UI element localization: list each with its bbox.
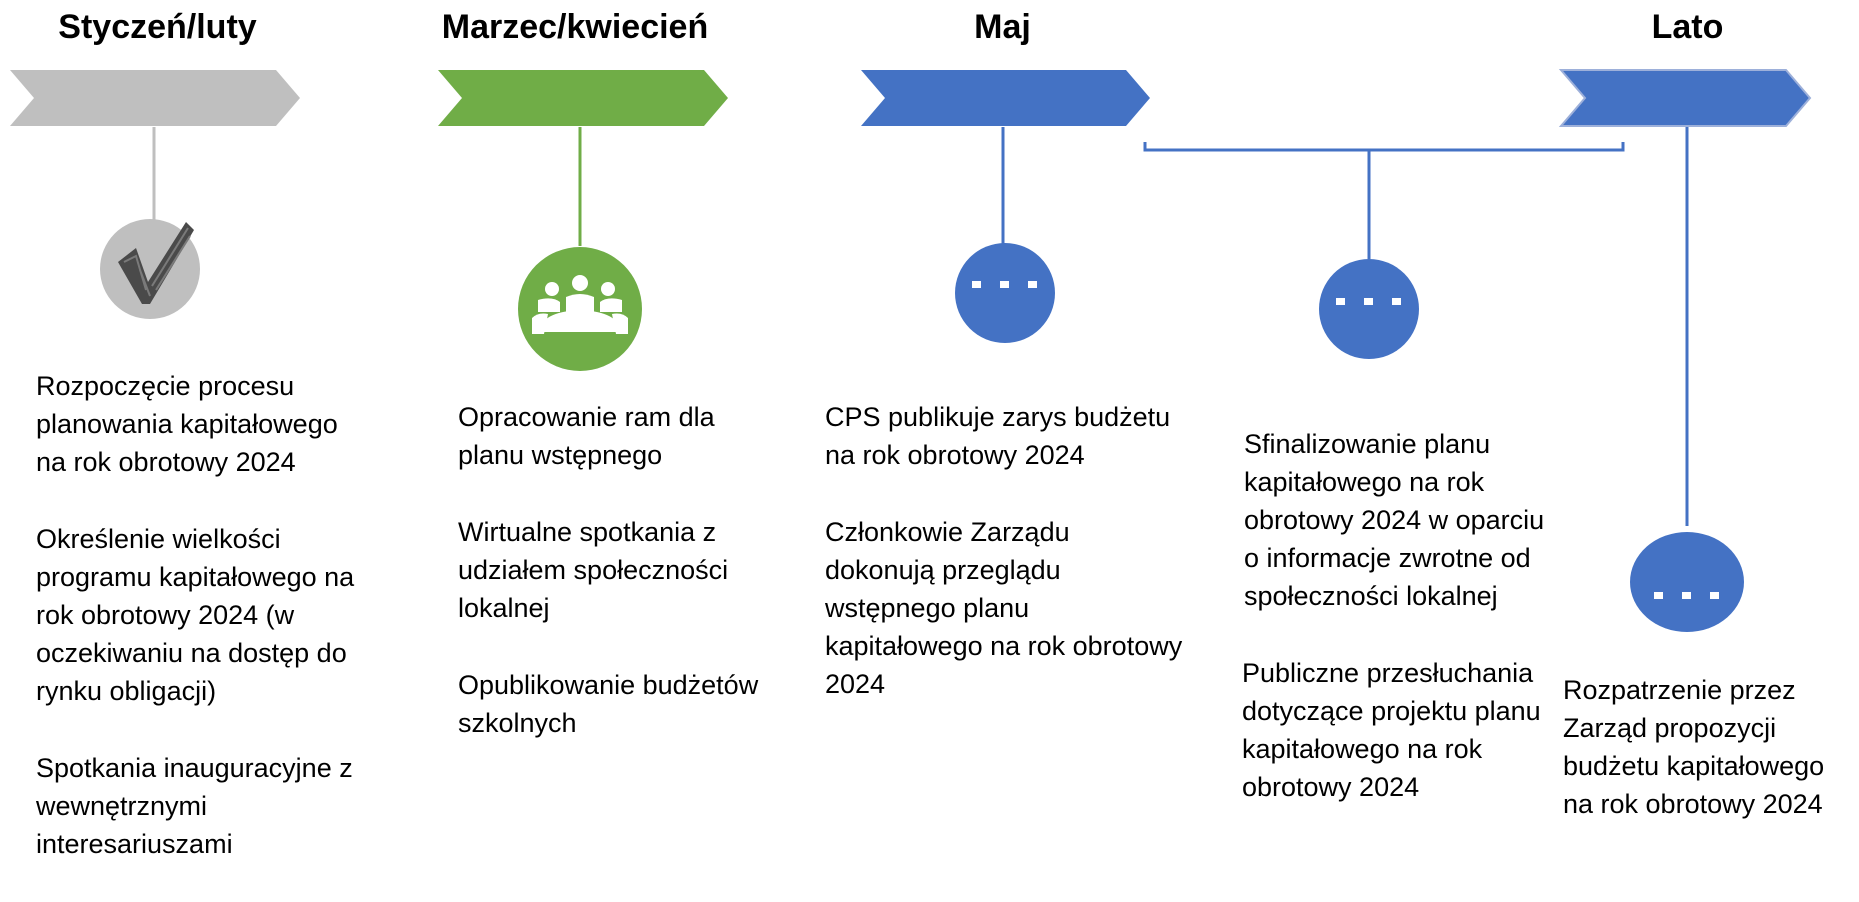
ellipsis-icon: [955, 243, 1055, 343]
paragraph: Spotkania inauguracyjne z wewnętrznymi i…: [36, 753, 353, 859]
paragraph: Opracowanie ram dla planu wstępnego: [458, 402, 715, 470]
phase-description-maj: CPS publikuje zarys budżetu na rok obrot…: [825, 398, 1185, 742]
ellipsis-icon: [1319, 259, 1419, 359]
timeline-diagram: [10, 69, 1812, 632]
phase-description-lato: Rozpatrzenie przez Zarząd propozycji bud…: [1563, 671, 1859, 862]
paragraph: Sfinalizowanie planu kapitałowego na rok…: [1244, 429, 1545, 611]
bracket-connector: [1143, 142, 1625, 152]
paragraph: Opublikowanie budżetów szkolnych: [458, 670, 759, 738]
phase-title-marzec-kwiecien: Marzec/kwiecień: [441, 8, 709, 46]
phase-title-maj: Maj: [974, 8, 1031, 46]
paragraph: Członkowie Zarządu dokonują przeglądu ws…: [825, 517, 1183, 699]
phase-title-lato: Lato: [1651, 8, 1724, 46]
chevron-arrow-lato: [1558, 69, 1812, 127]
paragraph: Określenie wielkości programu kapitałowe…: [36, 524, 355, 706]
phase-description-marzec-kwiecien: Opracowanie ram dla planu wstępnego Wirt…: [458, 398, 788, 781]
chevron-arrow-maj: [861, 70, 1150, 126]
paragraph: Publiczne przesłuchania dotyczące projek…: [1242, 658, 1541, 802]
ellipsis-icon: [1630, 532, 1744, 632]
phase-description-finalizacja: Sfinalizowanie planu kapitałowego na rok…: [1242, 425, 1564, 845]
phase-description-styczen-luty: Rozpoczęcie procesu planowania kapitałow…: [36, 367, 356, 902]
paragraph: Rozpoczęcie procesu planowania kapitałow…: [36, 371, 338, 477]
meeting-group-icon: [518, 247, 642, 371]
chevron-arrow-styczen-luty: [10, 70, 300, 126]
checkmark-icon: [100, 219, 200, 319]
paragraph: Rozpatrzenie przez Zarząd propozycji bud…: [1563, 675, 1825, 819]
phase-title-styczen-luty: Styczeń/luty: [58, 8, 257, 46]
paragraph: Wirtualne spotkania z udziałem społeczno…: [458, 517, 729, 623]
chevron-arrow-marzec-kwiecien: [438, 70, 728, 126]
paragraph: CPS publikuje zarys budżetu na rok obrot…: [825, 402, 1171, 470]
